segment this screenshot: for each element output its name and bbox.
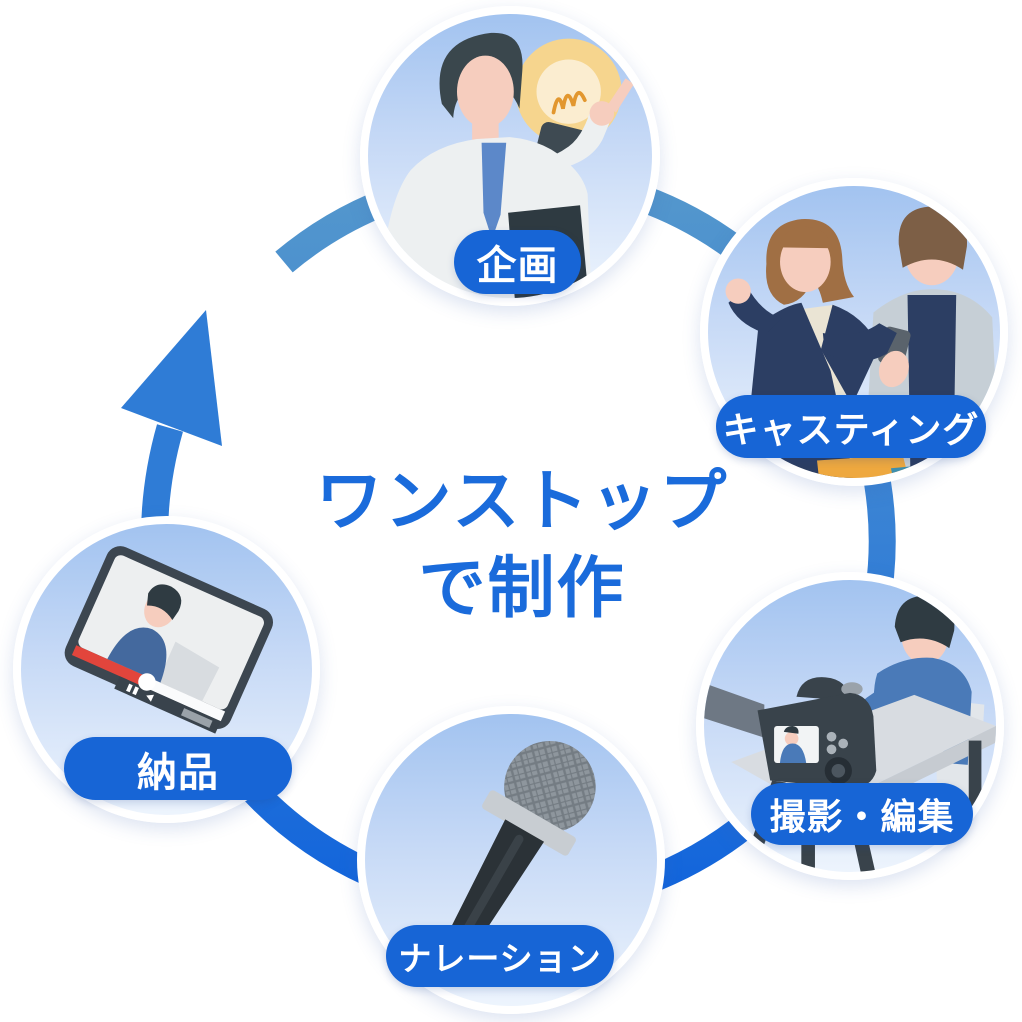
step-label-narration: ナレーション <box>386 925 614 987</box>
step-label-shooting-editing: 撮影・編集 <box>751 783 973 845</box>
step-label-casting: キャスティング <box>716 395 986 458</box>
step-label-text: キャスティング <box>722 408 980 450</box>
flow-arrow-head-icon <box>121 310 222 446</box>
step-label-planning: 企画 <box>454 230 581 294</box>
step-label-text: 撮影・編集 <box>769 796 955 837</box>
center-title-line1: ワンストップ <box>315 464 729 539</box>
step-label-text: ナレーション <box>398 940 602 977</box>
center-title-line2: で制作 <box>418 551 626 627</box>
video-player-icon <box>64 546 274 734</box>
camera-icon <box>704 677 877 789</box>
center-title: ワンストップ で制作 <box>262 458 782 632</box>
casting-clothes-bottom <box>817 454 936 478</box>
video-player-illustration <box>64 546 274 734</box>
step-label-text: 企画 <box>476 244 559 288</box>
step-label-text: 納品 <box>137 750 219 795</box>
step-label-delivery: 納品 <box>64 737 292 800</box>
